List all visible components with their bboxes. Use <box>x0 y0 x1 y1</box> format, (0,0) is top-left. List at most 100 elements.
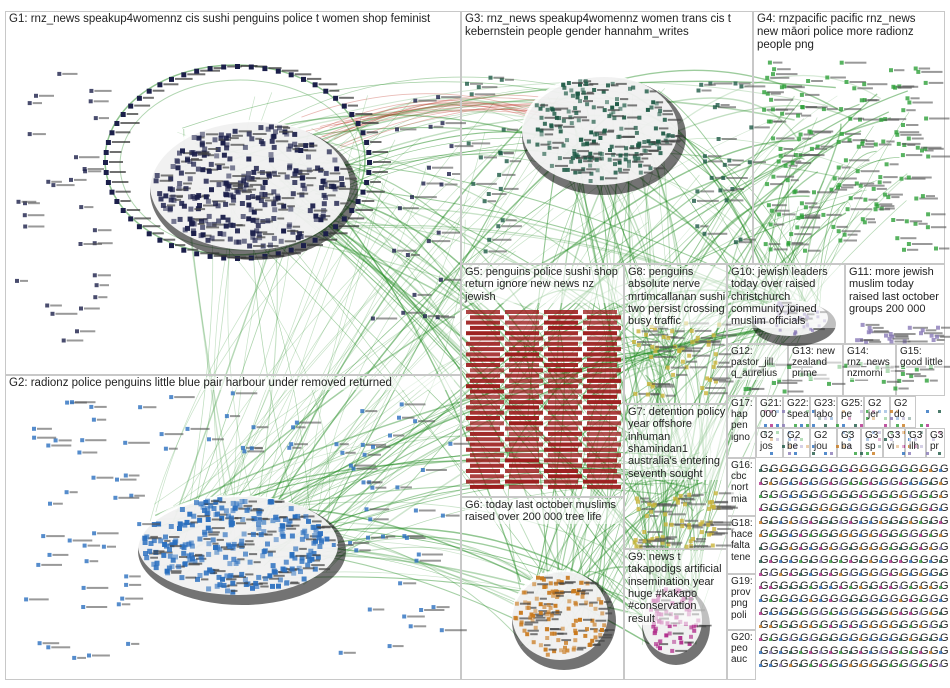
node <box>859 495 862 498</box>
node <box>879 534 882 537</box>
node <box>809 508 812 511</box>
node <box>939 560 942 563</box>
node <box>929 664 932 667</box>
node <box>759 638 762 641</box>
node <box>216 182 222 188</box>
node-label <box>83 243 102 245</box>
node <box>213 201 218 207</box>
node <box>306 154 311 160</box>
node <box>869 599 872 602</box>
node <box>860 322 865 327</box>
node-label <box>797 191 811 194</box>
node <box>466 469 500 473</box>
node <box>587 325 621 330</box>
node <box>227 544 233 549</box>
node <box>889 638 892 641</box>
node <box>544 469 578 473</box>
node-label <box>313 559 321 562</box>
node <box>829 625 832 628</box>
group-label-g1: G1: rnz_news speakup4womennz cis sushi p… <box>9 13 454 26</box>
node <box>227 561 233 567</box>
node <box>572 645 577 650</box>
node <box>513 615 518 620</box>
tiny-group-label: G <box>910 567 919 579</box>
tiny-group-label: G <box>920 515 929 527</box>
node-label <box>848 159 870 162</box>
node <box>869 586 872 589</box>
node <box>572 149 577 154</box>
node <box>703 159 708 164</box>
node <box>931 338 936 342</box>
node-label <box>662 113 673 116</box>
node <box>652 502 657 507</box>
node <box>505 426 539 431</box>
node-label <box>605 629 615 631</box>
node-label <box>711 343 725 346</box>
node <box>218 135 224 141</box>
node <box>649 355 654 359</box>
node-label <box>893 333 916 335</box>
node <box>782 410 785 413</box>
node <box>177 521 183 527</box>
node-label <box>925 195 935 198</box>
node <box>470 389 504 394</box>
node <box>583 363 617 367</box>
node-label <box>262 518 270 521</box>
node-label <box>553 582 565 585</box>
node <box>715 103 720 107</box>
node-label <box>676 373 688 376</box>
tiny-group-label: G <box>770 515 779 527</box>
node <box>599 601 604 606</box>
node-label <box>718 353 741 356</box>
node-label <box>554 107 569 110</box>
node <box>268 152 274 158</box>
node <box>470 325 504 330</box>
node <box>583 394 617 399</box>
node <box>879 599 882 602</box>
node <box>595 168 600 173</box>
node <box>298 148 304 153</box>
node-label <box>188 562 203 565</box>
node <box>687 525 692 530</box>
node <box>360 189 366 195</box>
node <box>759 664 762 667</box>
tiny-group-label: G <box>810 463 819 475</box>
tiny-group-label: G <box>880 554 889 566</box>
node <box>868 329 873 334</box>
node <box>849 508 852 511</box>
node-label <box>804 202 818 205</box>
node <box>249 136 255 142</box>
edge <box>657 90 804 302</box>
node <box>579 580 584 585</box>
node <box>799 92 804 97</box>
tiny-group-label: G <box>830 606 839 618</box>
node <box>94 283 99 288</box>
node <box>646 139 651 144</box>
node <box>207 527 213 533</box>
node <box>261 519 267 525</box>
tiny-group-label: G <box>870 593 879 605</box>
node-label <box>20 279 28 282</box>
tiny-group-label: G <box>880 619 889 631</box>
node <box>292 171 298 177</box>
node-label <box>41 563 62 566</box>
node-label <box>641 330 659 333</box>
node <box>819 508 822 511</box>
node <box>186 553 192 559</box>
node-label <box>187 248 199 251</box>
node <box>893 386 898 391</box>
node <box>79 306 83 311</box>
node-label <box>907 144 916 146</box>
tiny-group-label: G <box>790 541 799 553</box>
node <box>881 139 886 144</box>
node-label <box>296 192 309 195</box>
node <box>334 442 339 447</box>
node-label <box>682 350 701 353</box>
node <box>850 377 855 382</box>
node-label <box>238 507 250 510</box>
node <box>265 126 271 132</box>
node <box>82 543 87 548</box>
node <box>168 176 174 182</box>
node-label <box>129 583 142 586</box>
node-label <box>241 257 253 259</box>
